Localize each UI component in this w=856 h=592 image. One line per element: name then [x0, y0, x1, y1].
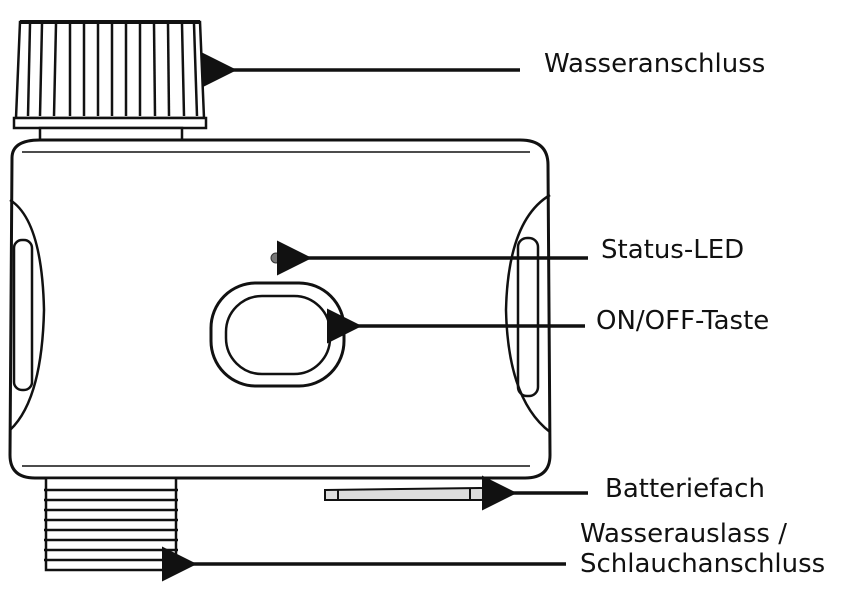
label-on-off-button: ON/OFF-Taste	[596, 306, 770, 336]
label-battery-compartment: Batteriefach	[605, 474, 765, 504]
on-off-button[interactable]	[209, 281, 346, 388]
label-water-outlet-line2: Schlauchanschluss	[580, 548, 826, 579]
water-outlet-thread	[44, 476, 178, 572]
label-water-outlet: Wasserauslass / Schlauchanschluss	[580, 519, 826, 580]
water-inlet-nut	[12, 20, 208, 147]
label-status-led: Status-LED	[601, 235, 745, 265]
status-led	[270, 252, 282, 264]
label-water-outlet-line1: Wasserauslass /	[580, 519, 787, 549]
label-water-inlet: Wasseranschluss	[544, 49, 766, 79]
battery-compartment	[324, 486, 496, 501]
